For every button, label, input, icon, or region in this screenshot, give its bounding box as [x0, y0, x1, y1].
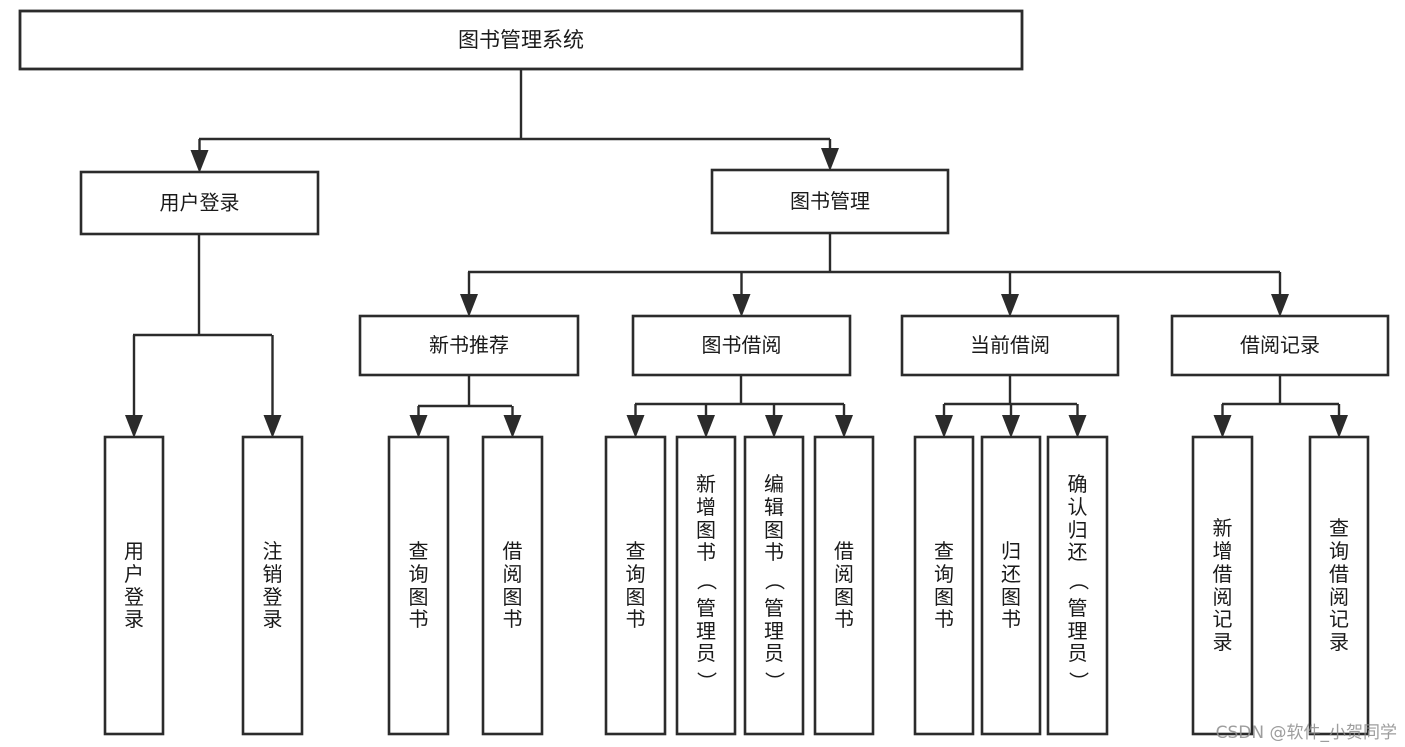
node-box-leaf7[interactable]	[743, 435, 805, 736]
arrowhead-leaf6	[697, 415, 715, 438]
node-box-leaf9[interactable]	[913, 435, 975, 736]
node-label-root: 图书管理系统	[458, 28, 584, 52]
arrowhead-l2a	[190, 150, 209, 173]
node-label-l3d: 借阅记录	[1240, 333, 1320, 357]
node-box-layer	[18, 9, 1390, 736]
node-box-l3b[interactable]	[631, 314, 852, 377]
arrowhead-leaf8	[835, 415, 853, 438]
node-box-leaf6[interactable]	[675, 435, 737, 736]
arrowhead-leaf9	[935, 415, 953, 438]
arrowhead-l3b	[732, 294, 751, 317]
arrowhead-leaf12	[1213, 415, 1232, 438]
node-box-leaf3[interactable]	[387, 435, 450, 736]
node-label-l2a: 用户登录	[160, 191, 240, 215]
node-box-l2b[interactable]	[710, 168, 950, 235]
node-box-leaf5[interactable]	[604, 435, 667, 736]
arrowhead-leaf13	[1330, 415, 1348, 438]
arrowhead-leaf7	[765, 415, 783, 438]
arrowhead-leaf4	[503, 415, 522, 438]
node-label-l3a: 新书推荐	[429, 333, 509, 357]
csdn-watermark: CSDN @软件_小贺同学	[1215, 723, 1397, 743]
node-label-l2b: 图书管理	[790, 189, 870, 213]
node-box-leaf1[interactable]	[103, 435, 165, 736]
node-label-l3c: 当前借阅	[970, 333, 1050, 357]
node-box-l3a[interactable]	[358, 314, 580, 377]
arrowhead-l3d	[1271, 294, 1289, 317]
node-box-leaf2[interactable]	[241, 435, 304, 736]
node-box-leaf13[interactable]	[1308, 435, 1370, 736]
node-box-leaf11[interactable]	[1046, 435, 1109, 736]
node-box-leaf12[interactable]	[1191, 435, 1254, 736]
node-box-root[interactable]	[18, 9, 1024, 71]
arrowhead-leaf3	[409, 415, 428, 438]
node-box-leaf8[interactable]	[813, 435, 875, 736]
arrowhead-l2b	[821, 148, 839, 171]
connector-layer	[125, 69, 1348, 438]
node-label-l3b: 图书借阅	[702, 333, 782, 357]
arrowhead-l3c	[1001, 294, 1019, 317]
arrowhead-leaf1	[125, 415, 143, 438]
arrowhead-leaf10	[1002, 415, 1020, 438]
node-box-l2a[interactable]	[79, 170, 320, 236]
node-box-leaf4[interactable]	[481, 435, 544, 736]
arrowhead-leaf2	[263, 415, 282, 438]
arrowhead-leaf11	[1068, 415, 1087, 438]
arrowhead-leaf5	[626, 415, 645, 438]
arrowhead-l3a	[460, 294, 478, 317]
node-box-l3d[interactable]	[1170, 314, 1390, 377]
node-box-leaf10[interactable]	[980, 435, 1042, 736]
node-box-l3c[interactable]	[900, 314, 1120, 377]
